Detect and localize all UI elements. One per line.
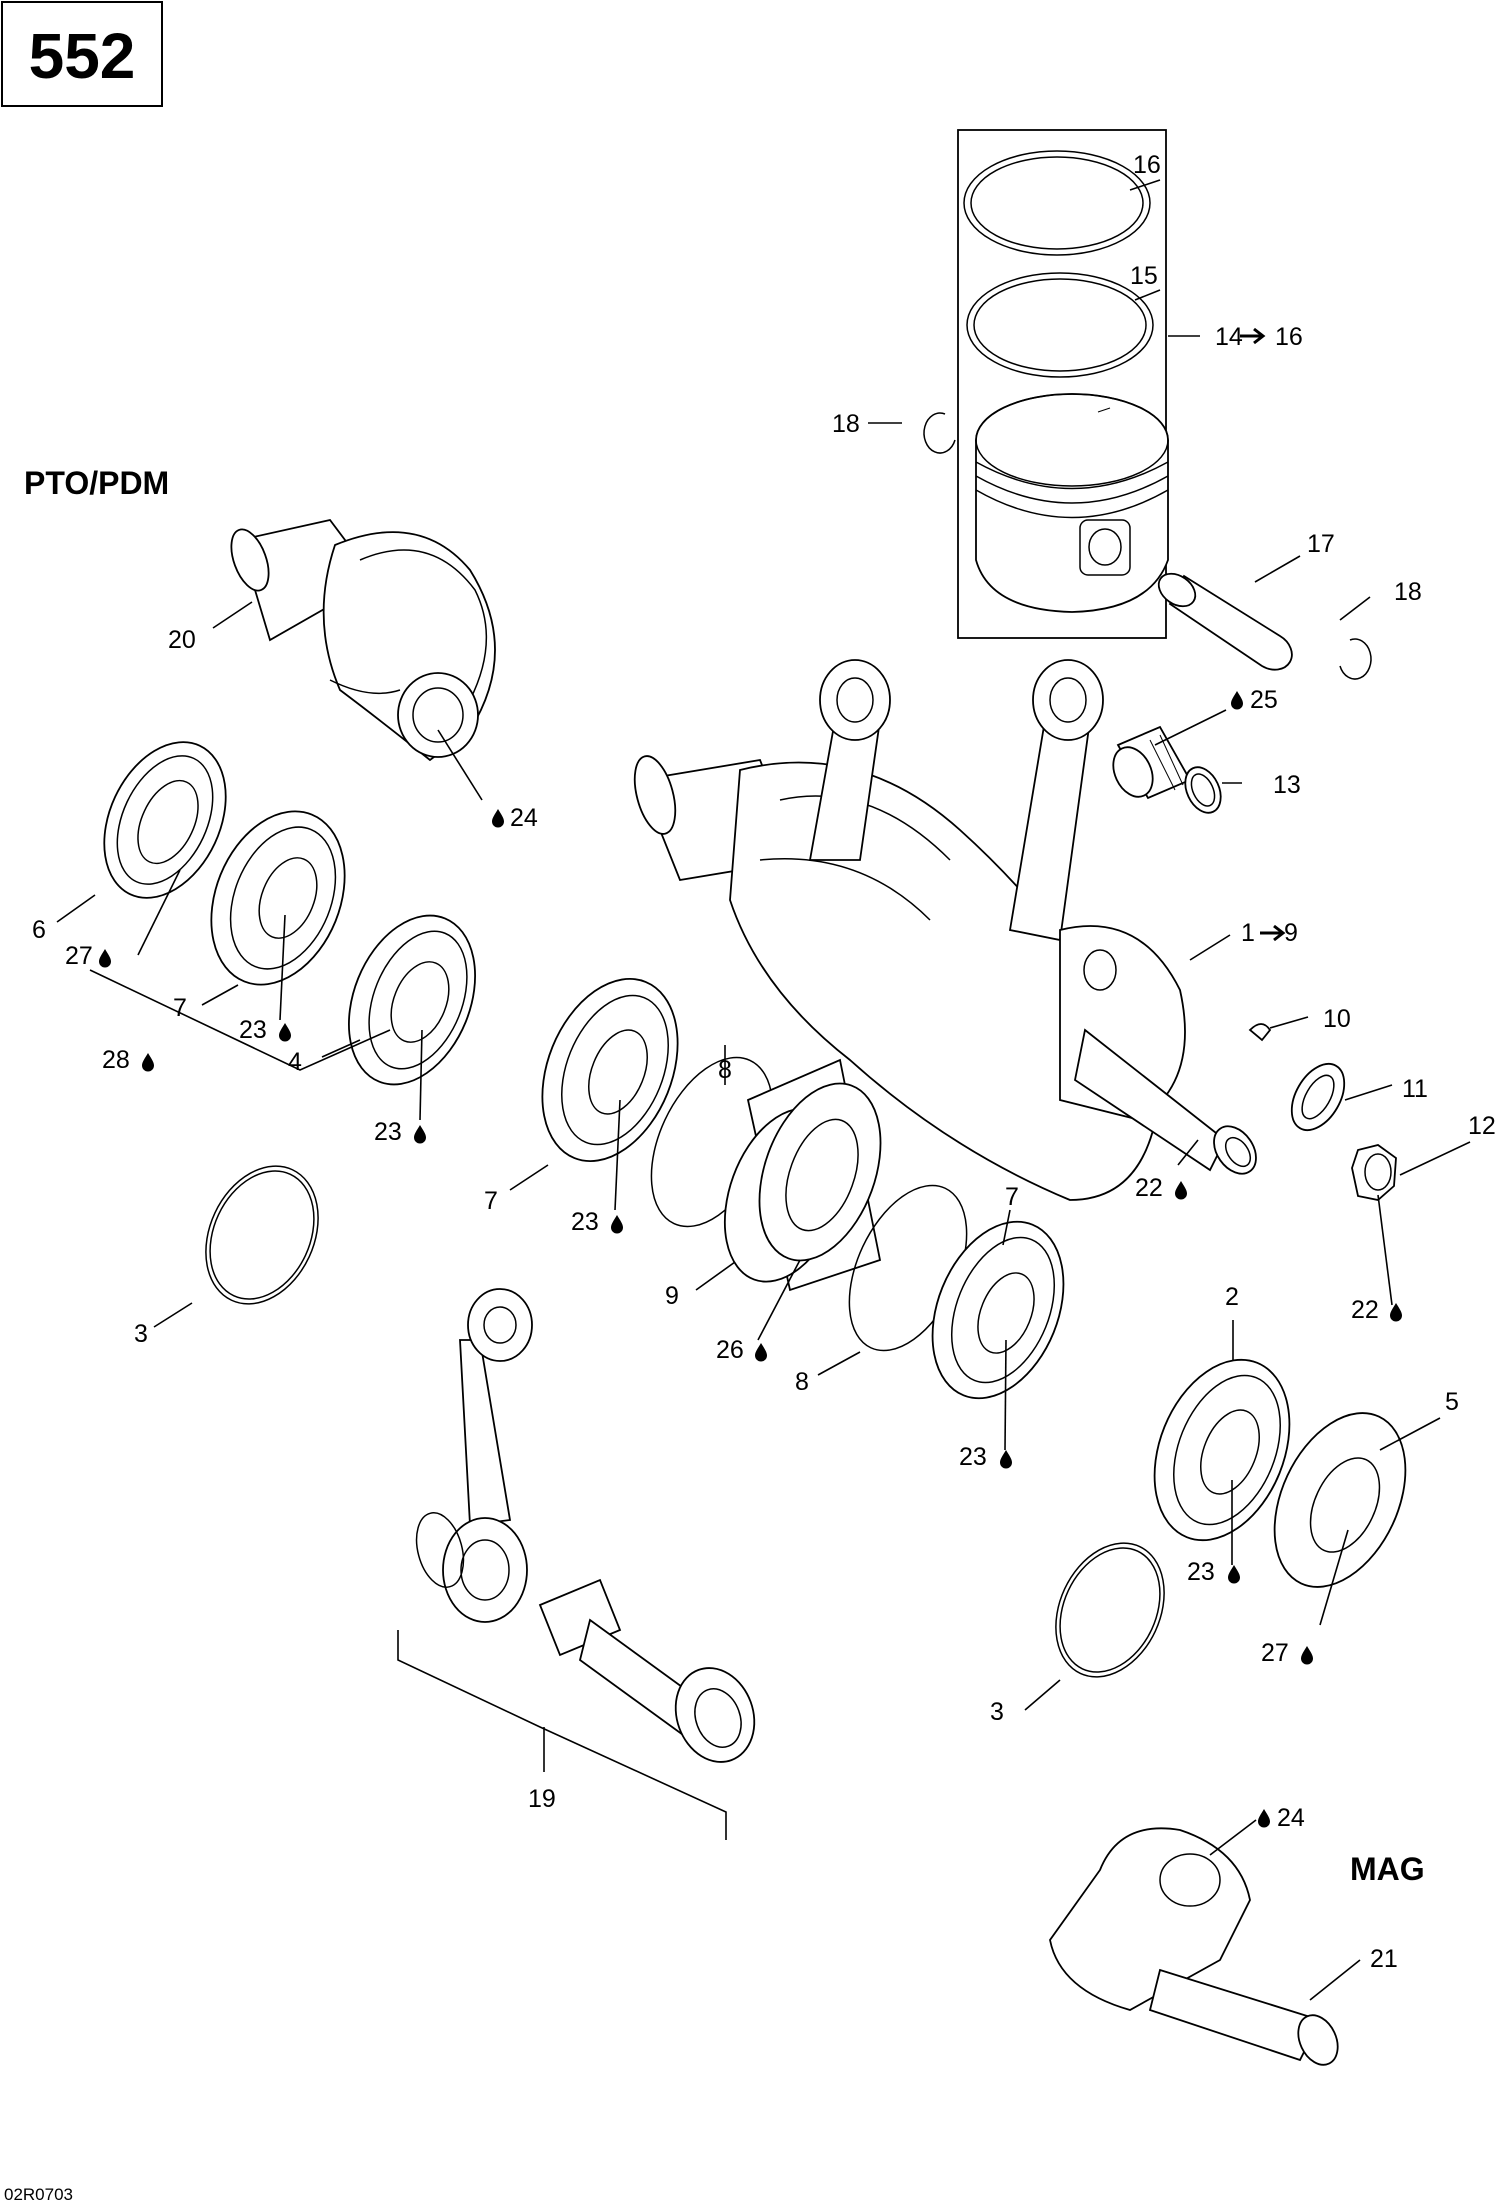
pto-crank-half: [230, 518, 496, 762]
callout-3: 3: [134, 1320, 148, 1348]
callout-11: 11: [1402, 1075, 1428, 1103]
connecting-rod-kit: [415, 1288, 756, 1763]
ball-bearing: [1153, 1358, 1291, 1542]
leader-lines: [56, 179, 1471, 2001]
circlip: [923, 412, 956, 454]
callout-2: 2: [1225, 1283, 1239, 1311]
oil-drop-icon: [611, 1215, 623, 1234]
callout-26: 26: [716, 1336, 744, 1364]
oil-drop-icon: [1175, 1181, 1187, 1200]
oil-drop-icon: [99, 949, 111, 968]
piston-kit-box: [957, 129, 1169, 639]
callout-7: 7: [1005, 1183, 1019, 1211]
page-number: 552: [29, 20, 136, 92]
oil-drop-icon: [1390, 1303, 1402, 1322]
needle-bearing: [1112, 725, 1192, 800]
callout-23: 23: [571, 1208, 599, 1236]
ball-bearing: [348, 914, 476, 1086]
callout-labels: 16 15 14 16 18 17 18 20 25 13 24 6 27 1 …: [32, 151, 1496, 1973]
hex-nut: [1351, 1144, 1397, 1201]
section-label-pto: PTO/PDM: [24, 465, 169, 501]
oil-drop-icon: [1228, 1565, 1240, 1584]
lock-washer: [1290, 1063, 1346, 1131]
callout-23: 23: [239, 1016, 267, 1044]
oil-drop-icon: [279, 1023, 291, 1042]
ball-bearing: [210, 810, 346, 986]
oil-drop-icon: [1301, 1646, 1313, 1665]
callout-27: 27: [65, 942, 93, 970]
callout-17: 17: [1307, 530, 1335, 558]
o-ring: [1055, 1542, 1165, 1678]
callout-16: 16: [1133, 151, 1161, 179]
callout-22: 22: [1135, 1174, 1163, 1202]
oil-drop-icon: [755, 1343, 767, 1362]
o-ring: [205, 1165, 319, 1305]
callout-23: 23: [1187, 1558, 1215, 1586]
thrust-ring: [1184, 766, 1222, 814]
piston-pin: [1157, 572, 1293, 671]
callout-8: 8: [718, 1056, 732, 1084]
arrow-right-icon: [1240, 327, 1266, 345]
oil-seal: [1273, 1412, 1407, 1588]
oil-seal: [103, 741, 227, 899]
callout-14-to: 16: [1275, 323, 1303, 351]
callout-28: 28: [102, 1046, 130, 1074]
callout-19: 19: [528, 1785, 556, 1813]
callout-9: 9: [665, 1282, 679, 1310]
oil-drop-icon: [1231, 691, 1243, 710]
callout-18: 18: [1394, 578, 1422, 606]
oil-drop-icon: [1000, 1450, 1012, 1469]
ball-bearing: [541, 978, 679, 1162]
callout-12: 12: [1468, 1112, 1496, 1140]
callout-21: 21: [1370, 1945, 1398, 1973]
callout-8: 8: [795, 1368, 809, 1396]
callout-1: 1: [1241, 919, 1255, 947]
callout-27: 27: [1261, 1639, 1289, 1667]
callout-22: 22: [1351, 1296, 1379, 1324]
callout-20: 20: [168, 626, 196, 654]
page-number-box: 552: [1, 1, 163, 107]
callout-24: 24: [510, 804, 538, 832]
mag-crank-half: [1049, 1827, 1339, 2066]
callout-24: 24: [1277, 1804, 1305, 1832]
callout-25: 25: [1250, 686, 1278, 714]
callout-6: 6: [32, 916, 46, 944]
callout-14: 14: [1215, 323, 1243, 351]
callout-13: 13: [1273, 771, 1301, 799]
oil-drop-icon: [142, 1053, 154, 1072]
crankshaft-assembly: [633, 659, 1257, 1201]
arrow-right-icon: [1260, 924, 1286, 942]
callout-1-to: 9: [1284, 919, 1298, 947]
callout-18: 18: [832, 410, 860, 438]
ball-bearing: [931, 1220, 1065, 1400]
callout-7: 7: [173, 994, 187, 1022]
oil-drop-icon: [1258, 1809, 1270, 1828]
callout-4: 4: [288, 1048, 302, 1076]
oil-drop-icon: [414, 1125, 426, 1144]
roller-bearing: [723, 1058, 882, 1292]
section-label-mag: MAG: [1350, 1851, 1425, 1887]
woodruff-key: [1248, 1023, 1272, 1042]
callout-23: 23: [959, 1443, 987, 1471]
callout-15: 15: [1130, 262, 1158, 290]
oil-drop-icon: [492, 809, 504, 828]
callout-5: 5: [1445, 1388, 1459, 1416]
callout-23: 23: [374, 1118, 402, 1146]
drawing-code: 02R0703: [4, 2185, 73, 2204]
callout-10: 10: [1323, 1005, 1351, 1033]
callout-3: 3: [990, 1698, 1004, 1726]
callout-7: 7: [484, 1187, 498, 1215]
